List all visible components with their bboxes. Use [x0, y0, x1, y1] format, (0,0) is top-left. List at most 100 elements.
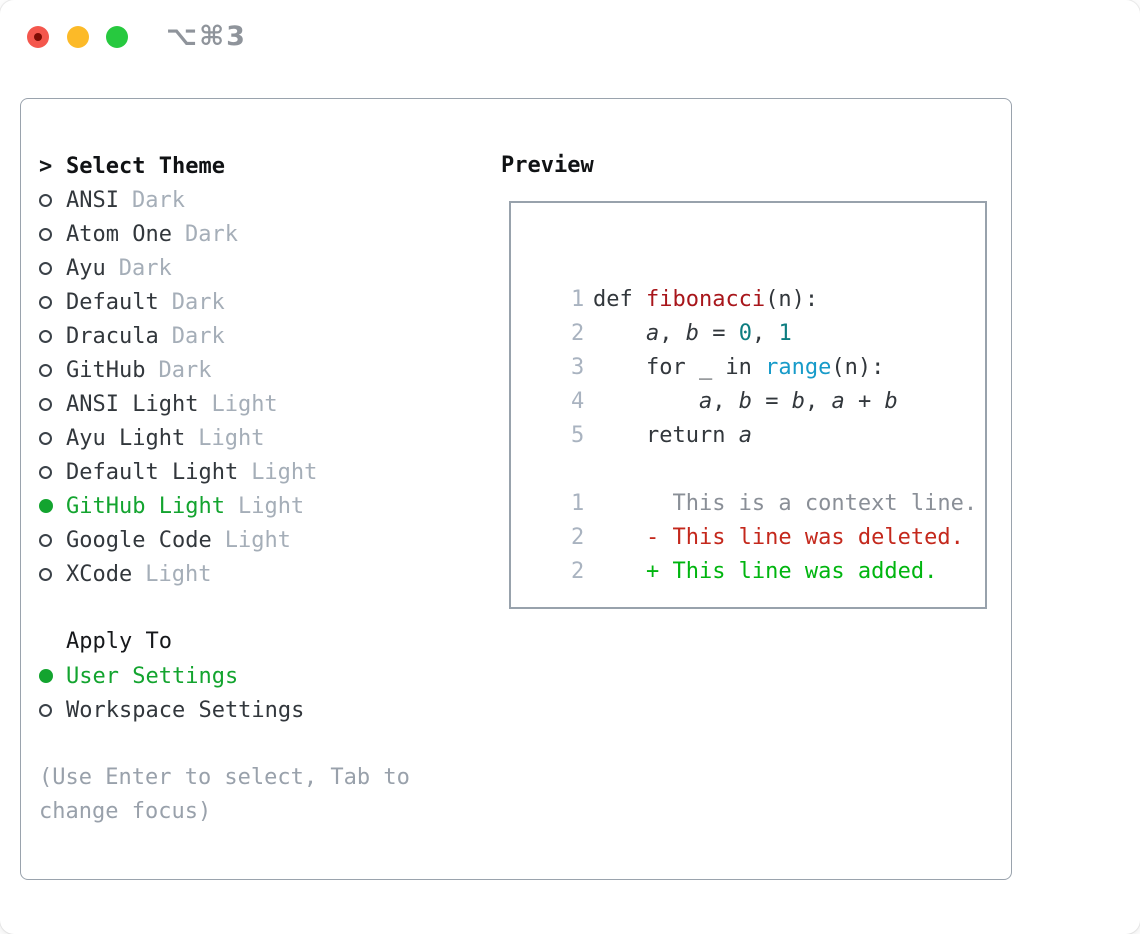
radio-icon: [39, 567, 52, 581]
radio-icon: [39, 295, 52, 309]
minimize-button[interactable]: [67, 26, 89, 48]
help-text: (Use Enter to select, Tab to change focu…: [39, 765, 410, 824]
code-segment-plain: for _ in: [592, 355, 766, 380]
radio-icon: [39, 261, 52, 275]
theme-name: GitHub: [66, 357, 146, 383]
theme-variant: Dark: [158, 357, 212, 383]
theme-name: Default Light: [66, 459, 239, 485]
radio-icon: [39, 703, 52, 717]
radio-icon: [39, 193, 52, 207]
titlebar: ⌥⌘3: [0, 0, 1140, 74]
theme-option[interactable]: Dracula Dark: [39, 319, 479, 353]
line-number: 2: [570, 525, 585, 550]
code-segment-plain: ,: [659, 321, 686, 346]
zoom-button[interactable]: [106, 26, 128, 48]
theme-option[interactable]: Atom One Dark: [39, 217, 479, 251]
radio-icon: [39, 397, 52, 411]
code-segment-added: + This line was added.: [592, 559, 938, 584]
apply-to-option[interactable]: Workspace Settings: [39, 693, 479, 727]
theme-option[interactable]: GitHub Light Light: [39, 489, 479, 523]
theme-variant: Light: [224, 527, 291, 553]
code-segment-variable: a: [831, 389, 845, 414]
code-segment-context: This is a context line.: [592, 491, 978, 516]
code-line: 4 a, b = b, a + b: [518, 351, 985, 414]
radio-icon: [39, 533, 52, 547]
select-theme-header: > Select Theme: [39, 149, 479, 183]
line-number: 1: [570, 491, 585, 516]
line-number: 2: [570, 559, 585, 584]
theme-option[interactable]: ANSI Dark: [39, 183, 479, 217]
code-line: 1 This is a context line.: [518, 453, 985, 516]
line-number: 2: [570, 321, 585, 346]
apply-to-label: User Settings: [66, 663, 239, 689]
code-segment-variable: b: [738, 389, 752, 414]
radio-selected-icon: [39, 499, 53, 513]
code-segment-plain: =: [698, 321, 739, 346]
theme-name: Default: [66, 289, 159, 315]
code-segment-variable: a: [698, 389, 713, 414]
theme-option[interactable]: Default Light Light: [39, 455, 479, 489]
window-title: ⌥⌘3: [166, 21, 247, 52]
code-segment-plain: ,: [712, 389, 739, 414]
code-segment-plain: +: [844, 389, 885, 414]
theme-option[interactable]: Ayu Light Light: [39, 421, 479, 455]
theme-option[interactable]: XCode Light: [39, 557, 479, 591]
code-segment-plain: [593, 389, 699, 414]
code-segment-plain: def: [592, 287, 646, 312]
code-segment-plain: ,: [804, 389, 832, 414]
apply-to-header: Apply To: [66, 629, 172, 654]
theme-variant: Dark: [131, 187, 185, 213]
code-segment-variable: b: [884, 389, 898, 414]
theme-name: XCode: [66, 561, 133, 587]
code-segment-deleted: - This line was deleted.: [592, 525, 964, 550]
code-segment-plain: return: [592, 423, 739, 448]
theme-option[interactable]: GitHub Dark: [39, 353, 479, 387]
prompt-icon: >: [39, 153, 53, 179]
code-segment-plain: (n):: [765, 287, 819, 312]
radio-icon: [39, 363, 52, 377]
theme-variant: Light: [251, 459, 318, 485]
theme-option[interactable]: Ayu Dark: [39, 251, 479, 285]
theme-variant: Dark: [171, 289, 225, 315]
line-number: 5: [570, 423, 585, 448]
apply-to-label: Workspace Settings: [66, 697, 305, 723]
theme-option[interactable]: Default Dark: [39, 285, 479, 319]
theme-list: > Select Theme ANSI Dark Atom One Dark A…: [39, 149, 479, 829]
code-line: 2 + This line was added.: [518, 521, 985, 584]
apply-to-option[interactable]: User Settings: [39, 659, 479, 693]
theme-option[interactable]: Google Code Light: [39, 523, 479, 557]
code-segment-variable: a: [645, 321, 660, 346]
code-segment-plain: (n):: [831, 355, 885, 380]
code-segment-variable: b: [791, 389, 805, 414]
theme-name: ANSI: [66, 187, 119, 213]
theme-name: Ayu: [66, 255, 106, 281]
radio-icon: [39, 227, 52, 241]
theme-name: Atom One: [66, 221, 172, 247]
line-number: 1: [570, 287, 585, 312]
code-segment-builtin: range: [765, 355, 832, 380]
theme-name: GitHub Light: [66, 493, 225, 519]
code-segment-variable: b: [685, 321, 699, 346]
theme-name: ANSI Light: [66, 391, 199, 417]
theme-option[interactable]: ANSI Light Light: [39, 387, 479, 421]
theme-variant: Light: [237, 493, 305, 519]
preview-header: Preview: [501, 153, 594, 178]
line-number: 3: [570, 355, 585, 380]
theme-name: Ayu Light: [66, 425, 186, 451]
theme-variant: Light: [145, 561, 212, 587]
close-button[interactable]: [27, 26, 49, 48]
theme-variant: Dark: [184, 221, 238, 247]
radio-icon: [39, 431, 52, 445]
theme-name: Google Code: [66, 527, 212, 553]
code-segment-plain: ,: [751, 321, 779, 346]
spacer: [39, 591, 479, 625]
line-number: 4: [570, 389, 585, 414]
theme-variant: Light: [198, 425, 265, 451]
theme-selector-panel: > Select Theme ANSI Dark Atom One Dark A…: [20, 98, 1012, 880]
theme-variant: Light: [211, 391, 278, 417]
code-line: 2 a, b = 0, 1: [518, 283, 985, 346]
list-title: Select Theme: [66, 153, 225, 179]
